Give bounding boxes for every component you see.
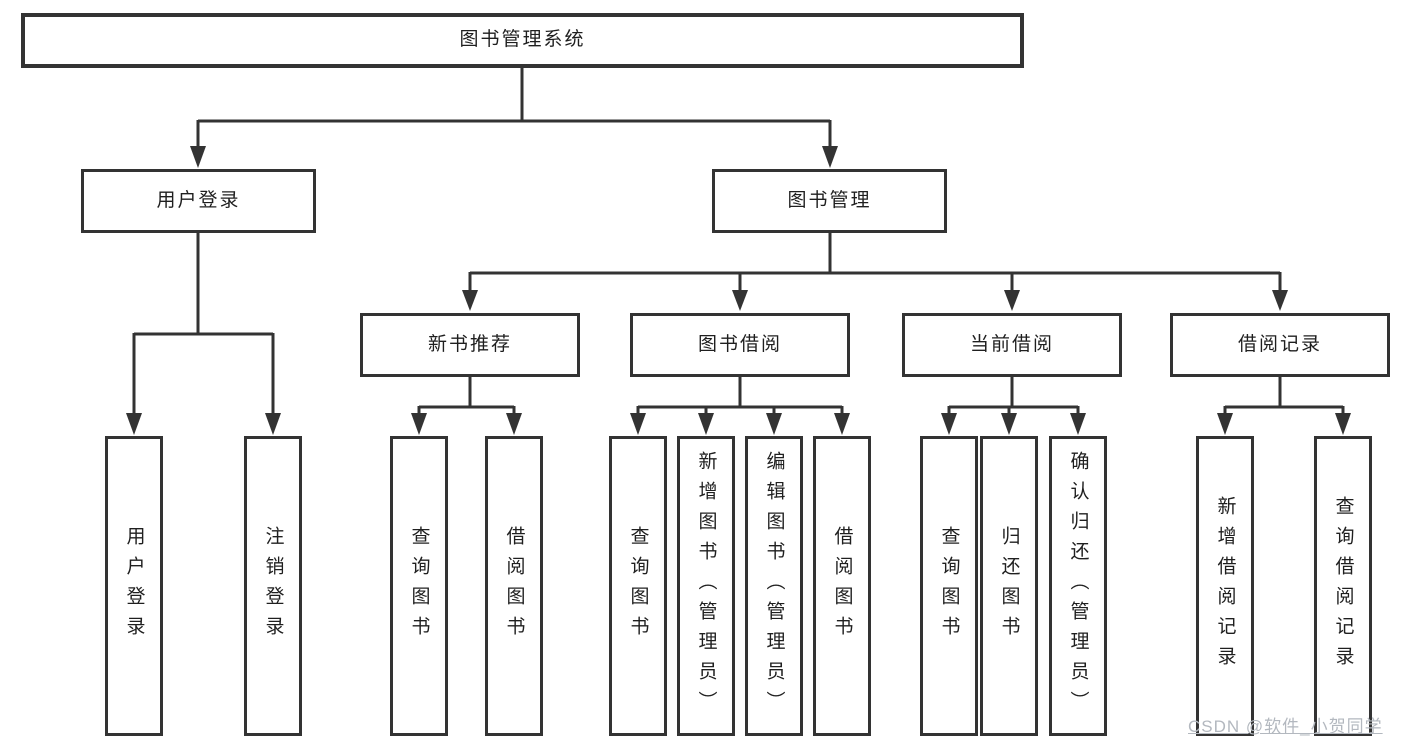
node-label: 借阅记录 bbox=[1237, 333, 1322, 355]
leaf-add-book-admin: 新增图书（管理员） bbox=[677, 436, 735, 736]
leaf-query-books-1: 查询图书 bbox=[390, 436, 448, 736]
node-current-borrowing: 当前借阅 bbox=[902, 313, 1122, 377]
leaf-query-books-2: 查询图书 bbox=[609, 436, 667, 736]
leaf-edit-book-admin: 编辑图书（管理员） bbox=[745, 436, 803, 736]
node-label: 查询借阅记录 bbox=[1332, 496, 1354, 676]
node-label: 借阅图书 bbox=[831, 526, 853, 646]
node-label: 新书推荐 bbox=[427, 333, 512, 355]
node-book-management: 图书管理 bbox=[712, 169, 947, 233]
leaf-logout: 注销登录 bbox=[244, 436, 302, 736]
node-label: 新增图书（管理员） bbox=[695, 451, 717, 721]
node-label: 图书管理 bbox=[787, 189, 872, 211]
connector-book-borrow-children bbox=[636, 377, 844, 420]
leaf-return-books: 归还图书 bbox=[980, 436, 1038, 736]
node-label: 查询图书 bbox=[627, 526, 649, 646]
watermark: CSDN @软件_小贺同学 bbox=[1188, 717, 1383, 736]
node-label: 注销登录 bbox=[262, 526, 284, 646]
connector-root-to-level2 bbox=[196, 68, 832, 152]
node-label: 查询图书 bbox=[938, 526, 960, 646]
node-label: 新增借阅记录 bbox=[1214, 496, 1236, 676]
arrowheads-record-children bbox=[1217, 413, 1351, 435]
leaf-user-login: 用户登录 bbox=[105, 436, 163, 736]
node-borrowing-records: 借阅记录 bbox=[1170, 313, 1390, 377]
leaf-confirm-return-admin: 确认归还（管理员） bbox=[1049, 436, 1107, 736]
node-library-system: 图书管理系统 bbox=[21, 13, 1024, 68]
arrowheads-level3 bbox=[462, 290, 1288, 311]
arrowheads-current-borrow-children bbox=[941, 413, 1086, 435]
leaf-query-books-3: 查询图书 bbox=[920, 436, 978, 736]
node-label: 图书借阅 bbox=[697, 333, 782, 355]
connector-book-mgmt-children bbox=[468, 233, 1282, 295]
node-label: 归还图书 bbox=[998, 526, 1020, 646]
connector-record-children bbox=[1223, 377, 1345, 420]
node-label: 编辑图书（管理员） bbox=[763, 451, 785, 721]
node-label: 用户登录 bbox=[156, 189, 241, 211]
leaf-add-borrow-record: 新增借阅记录 bbox=[1196, 436, 1254, 736]
node-label: 图书管理系统 bbox=[459, 29, 586, 51]
node-label: 查询图书 bbox=[408, 526, 430, 646]
leaf-borrow-books-2: 借阅图书 bbox=[813, 436, 871, 736]
node-new-book-recommend: 新书推荐 bbox=[360, 313, 580, 377]
node-label: 借阅图书 bbox=[503, 526, 525, 646]
leaf-borrow-books-1: 借阅图书 bbox=[485, 436, 543, 736]
connector-user-login-children bbox=[132, 233, 275, 420]
node-user-login-branch: 用户登录 bbox=[81, 169, 316, 233]
arrowheads-new-book-children bbox=[411, 413, 522, 435]
arrowheads-user-login-children bbox=[126, 413, 281, 435]
connector-new-book-children bbox=[417, 377, 516, 420]
node-book-borrowing: 图书借阅 bbox=[630, 313, 850, 377]
node-label: 当前借阅 bbox=[969, 333, 1054, 355]
node-label: 用户登录 bbox=[123, 526, 145, 646]
arrowheads-level2 bbox=[190, 146, 838, 168]
leaf-query-borrow-record: 查询借阅记录 bbox=[1314, 436, 1372, 736]
node-label: 确认归还（管理员） bbox=[1067, 451, 1089, 721]
arrowheads-book-borrow-children bbox=[630, 413, 850, 435]
